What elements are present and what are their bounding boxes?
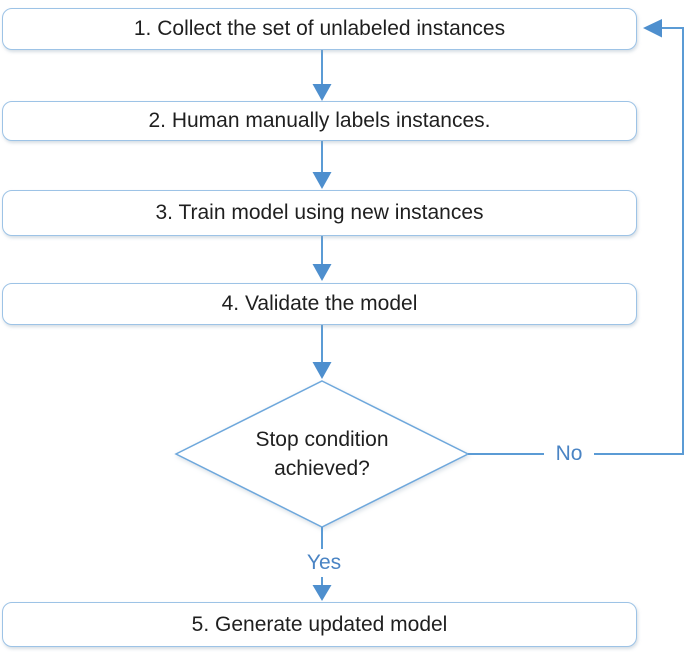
arrow-step1-step2-head bbox=[312, 84, 332, 101]
arrow-decision-step1-head bbox=[643, 19, 662, 38]
flow-step-2: 2. Human manually labels instances. bbox=[2, 101, 637, 141]
arrow-decision-step1-path bbox=[468, 27, 684, 455]
flow-step-4: 4. Validate the model bbox=[2, 283, 637, 325]
arrow-step2-step3-head bbox=[312, 172, 332, 189]
arrow-step4-decision-head bbox=[312, 362, 332, 379]
arrow-step3-step4-head bbox=[312, 264, 332, 281]
arrow-decision-step5-head bbox=[312, 585, 332, 601]
flow-step-1: 1. Collect the set of unlabeled instance… bbox=[2, 8, 637, 50]
flow-step-3: 3. Train model using new instances bbox=[2, 190, 637, 236]
flow-step-5: 5. Generate updated model bbox=[2, 602, 637, 647]
branch-label-no: No bbox=[544, 442, 594, 466]
decision-label: Stop condition achieved? bbox=[255, 428, 389, 480]
branch-label-yes: Yes bbox=[298, 551, 350, 575]
